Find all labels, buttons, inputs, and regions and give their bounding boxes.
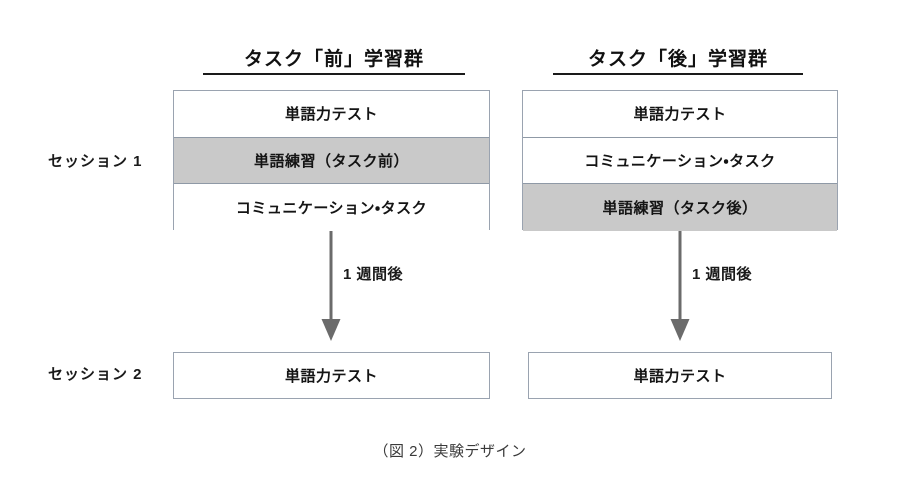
- session-1-label: セッション 1: [48, 153, 143, 170]
- step-box: 単語力テスト: [523, 91, 837, 138]
- flow-arrow-left: [318, 231, 344, 341]
- step-box: コミュニケーション・タスク: [174, 184, 489, 231]
- session1-stack-post-task-group: 単語力テスト コミュニケーション・タスク 単語練習（タスク後）: [522, 90, 838, 231]
- flow-arrow-right: [667, 231, 693, 341]
- step-box: 単語練習（タスク後）: [523, 184, 837, 231]
- interval-label-right: 1 週間後: [692, 266, 753, 283]
- down-arrow-icon: [321, 231, 341, 341]
- session2-box-post-task-group: 単語力テスト: [528, 352, 832, 399]
- figure-caption: （図 2）実験デザイン: [373, 443, 527, 460]
- down-arrow-icon: [670, 231, 690, 341]
- interval-label-left: 1 週間後: [343, 266, 404, 283]
- column-header-pre-task-group: タスク「前」学習群: [203, 44, 465, 75]
- session2-box-pre-task-group: 単語力テスト: [173, 352, 490, 399]
- step-box: コミュニケーション・タスク: [523, 137, 837, 185]
- step-box: 単語練習（タスク前）: [174, 137, 489, 185]
- column-header-post-task-group: タスク「後」学習群: [553, 44, 803, 75]
- session-2-label: セッション 2: [48, 366, 143, 383]
- session1-stack-pre-task-group: 単語力テスト 単語練習（タスク前） コミュニケーション・タスク: [173, 90, 490, 231]
- step-box: 単語力テスト: [174, 91, 489, 138]
